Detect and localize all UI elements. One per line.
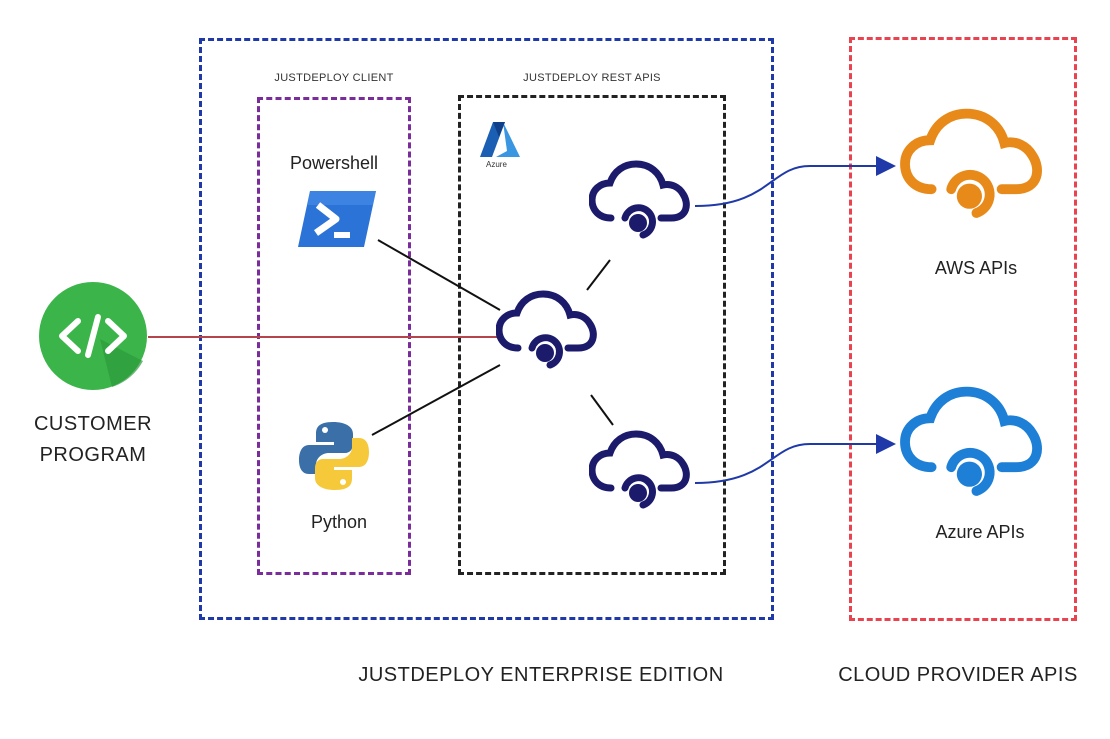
cloud-api-icon: [589, 430, 690, 509]
cloud-api-icon: [589, 160, 690, 239]
azure-apis-label: Azure APIs: [935, 522, 1025, 542]
powershell-icon: [298, 191, 376, 247]
justdeploy-rest-apis-label: JUSTDEPLOY REST APIS: [523, 72, 661, 84]
azure-arrow: [694, 434, 896, 484]
azure-cloud-icon: [900, 386, 1042, 496]
customer-program-label-line1: CUSTOMER: [33, 413, 153, 435]
customer-program-label-line2: PROGRAM: [39, 444, 147, 466]
cloud-api-icon: [496, 290, 597, 369]
enterprise-edition-group: [199, 38, 774, 620]
python-icon: [299, 422, 369, 490]
azure-logo-icon: [480, 122, 520, 157]
aws-apis-label: AWS APIs: [934, 258, 1018, 278]
cloud-provider-apis-caption: CLOUD PROVIDER APIS: [838, 664, 1078, 686]
hub-bottom-link: [590, 394, 614, 426]
aws-arrow: [694, 156, 896, 207]
azure-logo-label: Azure: [486, 160, 507, 169]
justdeploy-client-label: JUSTDEPLOY CLIENT: [274, 72, 394, 84]
code-icon: [39, 282, 147, 390]
powershell-link: [377, 239, 501, 311]
python-label: Python: [310, 512, 368, 532]
enterprise-edition-caption: JUSTDEPLOY ENTERPRISE EDITION: [358, 664, 724, 686]
justdeploy-rest-apis-group: [458, 95, 726, 575]
python-link: [371, 364, 501, 436]
hub-top-link: [586, 259, 611, 291]
aws-cloud-icon: [900, 108, 1042, 218]
powershell-label: Powershell: [289, 153, 379, 173]
cloud-provider-apis-group: [849, 37, 1077, 621]
